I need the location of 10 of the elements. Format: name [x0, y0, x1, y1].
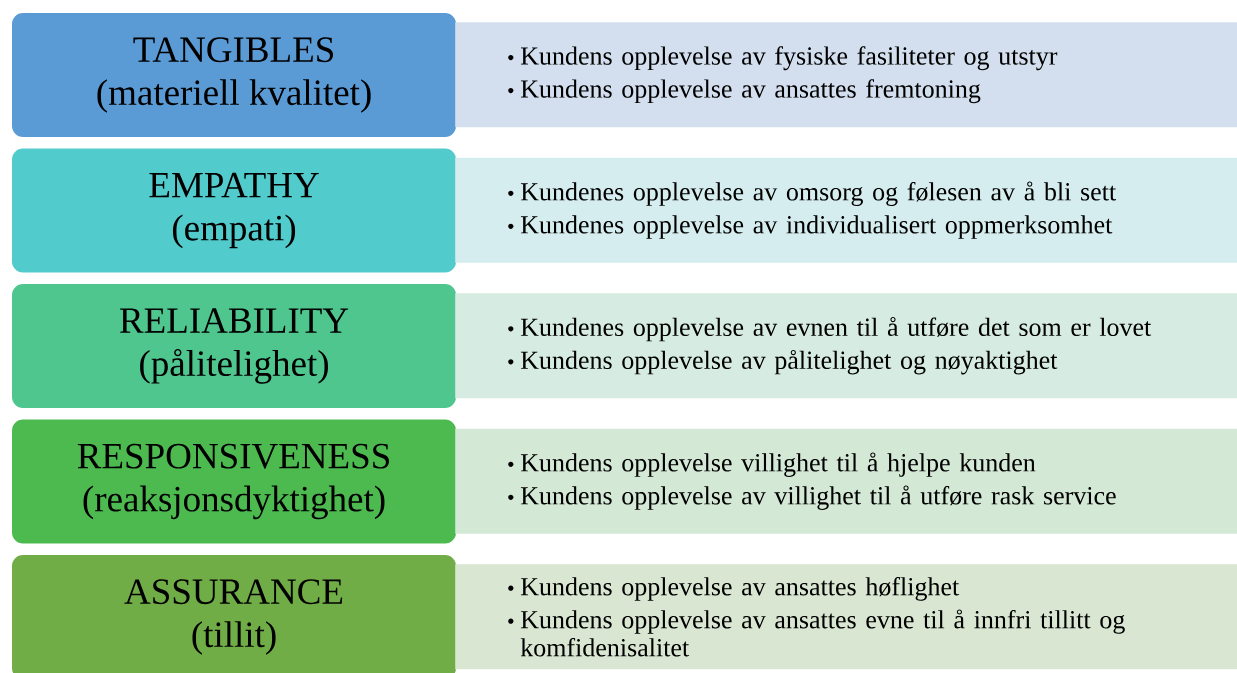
description-box: Kundens opplevelse av ansattes høflighet Kundens opplevelse av ansattes evne til å innfri tillitt og komfidenisalitet: [455, 564, 1237, 670]
category-box: ASSURANCE (tillit): [10, 553, 458, 673]
category-box: TANGIBLES (materiell kvalitet): [10, 11, 458, 139]
category-box: EMPATHY (empati): [10, 146, 458, 275]
category-box: RESPONSIVENESS (reaksjonsdyktighet): [10, 417, 458, 546]
description-box: Kundens opplevelse av fysiske fasiliteter og utstyr Kundens opplevelse av ansattes fremtoning: [455, 22, 1237, 128]
description-box: Kundens opplevelse villighet til å hjelpe kunden Kundens opplevelse av villighet til å utføre rask service: [455, 428, 1237, 534]
category-box: RELIABILITY (pålitelighet): [10, 282, 458, 410]
description-box: Kundenes opplevelse av evnen til å utføre det som er lovet Kundens opplevelse av pålitelighet og nøyaktighet: [455, 293, 1237, 399]
description-box: Kundenes opplevelse av omsorg og følesen av å bli sett Kundenes opplevelse av individualisert oppmerksomhet: [455, 157, 1237, 263]
